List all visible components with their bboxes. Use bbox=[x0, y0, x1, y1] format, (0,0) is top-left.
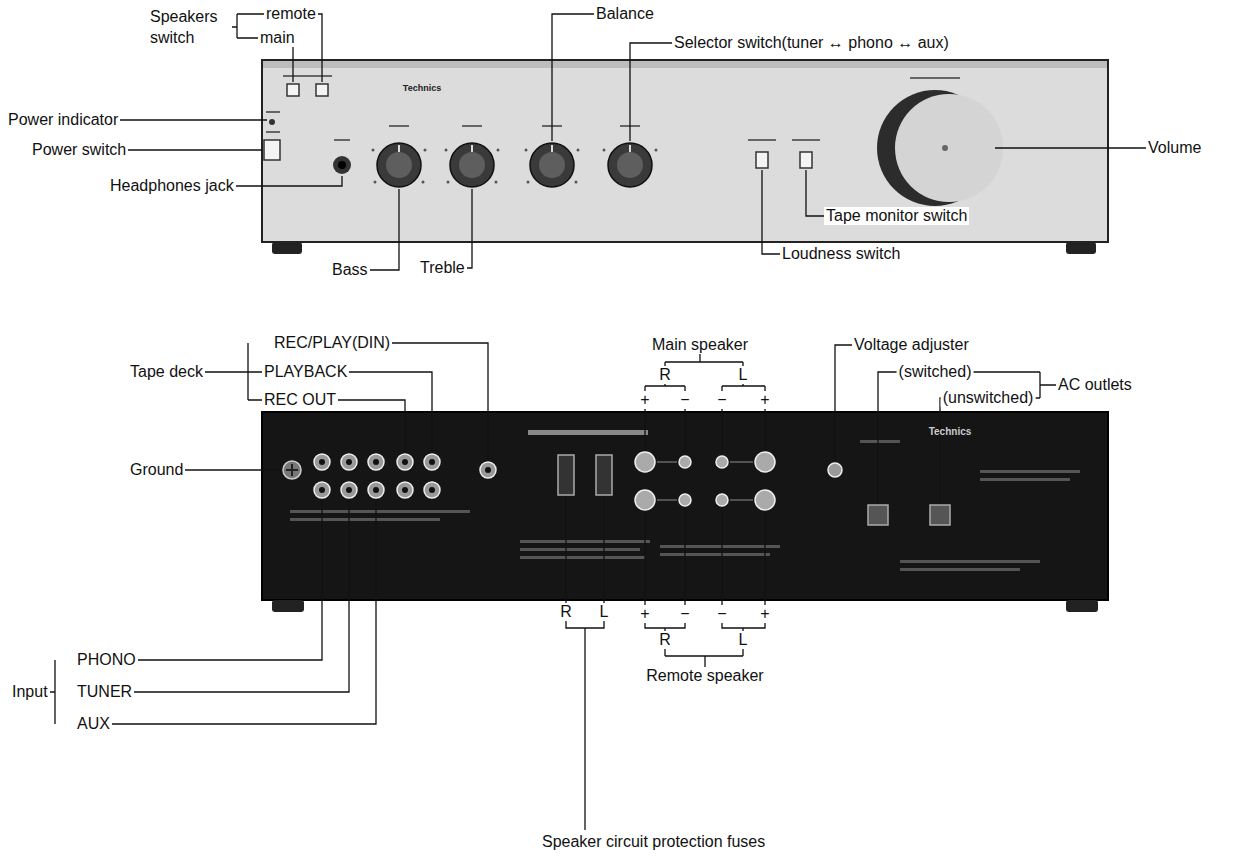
callout-label: Tape monitor switch bbox=[824, 207, 969, 225]
callout-label: Bass bbox=[330, 261, 370, 279]
callout-label: Balance bbox=[594, 5, 656, 23]
callout-label: R bbox=[657, 366, 673, 384]
callout-label: Power switch bbox=[30, 141, 128, 159]
callout-label: AC outlets bbox=[1056, 376, 1134, 394]
callout-label: REC/PLAY(DIN) bbox=[272, 334, 392, 352]
callout-label: L bbox=[737, 366, 750, 384]
callout-label: Tape deck bbox=[128, 363, 205, 381]
callout-label: Speaker circuit protection fuses bbox=[540, 833, 767, 851]
callout-label: − bbox=[678, 391, 691, 409]
callout-label: PLAYBACK bbox=[262, 363, 349, 381]
callout-label: R bbox=[558, 603, 574, 621]
callout-label: R bbox=[657, 631, 673, 649]
callout-label: L bbox=[598, 603, 611, 621]
callout-label: remote bbox=[264, 5, 318, 23]
leader-lines bbox=[20, 14, 1150, 830]
callout-label: + bbox=[638, 605, 651, 623]
callout-label: Remote speaker bbox=[644, 667, 765, 685]
callout-label: Input bbox=[10, 683, 50, 701]
callout-label: Treble bbox=[418, 259, 467, 277]
callout-label: TUNER bbox=[75, 683, 134, 701]
callout-label: AUX bbox=[75, 715, 112, 733]
callout-label: + bbox=[638, 391, 651, 409]
callout-label: Main speaker bbox=[650, 336, 750, 354]
callout-label: + bbox=[758, 605, 771, 623]
callout-label: (unswitched) bbox=[941, 389, 1036, 407]
callout-label: PHONO bbox=[75, 651, 138, 669]
callout-label: main bbox=[258, 29, 297, 47]
callout-label: Headphones jack bbox=[108, 177, 236, 195]
brand-logo: Technics bbox=[403, 79, 441, 97]
callout-label: Speakers switch bbox=[148, 6, 232, 48]
callout-label: Ground bbox=[128, 461, 185, 479]
callout-label: − bbox=[678, 605, 691, 623]
callout-label: + bbox=[758, 391, 771, 409]
callout-label: Power indicator bbox=[6, 111, 120, 129]
brand-logo: Technics bbox=[929, 423, 972, 441]
callout-label: Volume bbox=[1146, 139, 1203, 157]
callout-label: L bbox=[737, 631, 750, 649]
callout-label: − bbox=[715, 605, 728, 623]
callout-label: (switched) bbox=[897, 363, 974, 381]
callout-label: Voltage adjuster bbox=[852, 336, 971, 354]
callout-label: Selector switch(tuner ↔ phono ↔ aux) bbox=[672, 34, 951, 52]
callout-label: − bbox=[715, 391, 728, 409]
callout-label: REC OUT bbox=[262, 391, 338, 409]
callout-label: Loudness switch bbox=[780, 245, 902, 263]
